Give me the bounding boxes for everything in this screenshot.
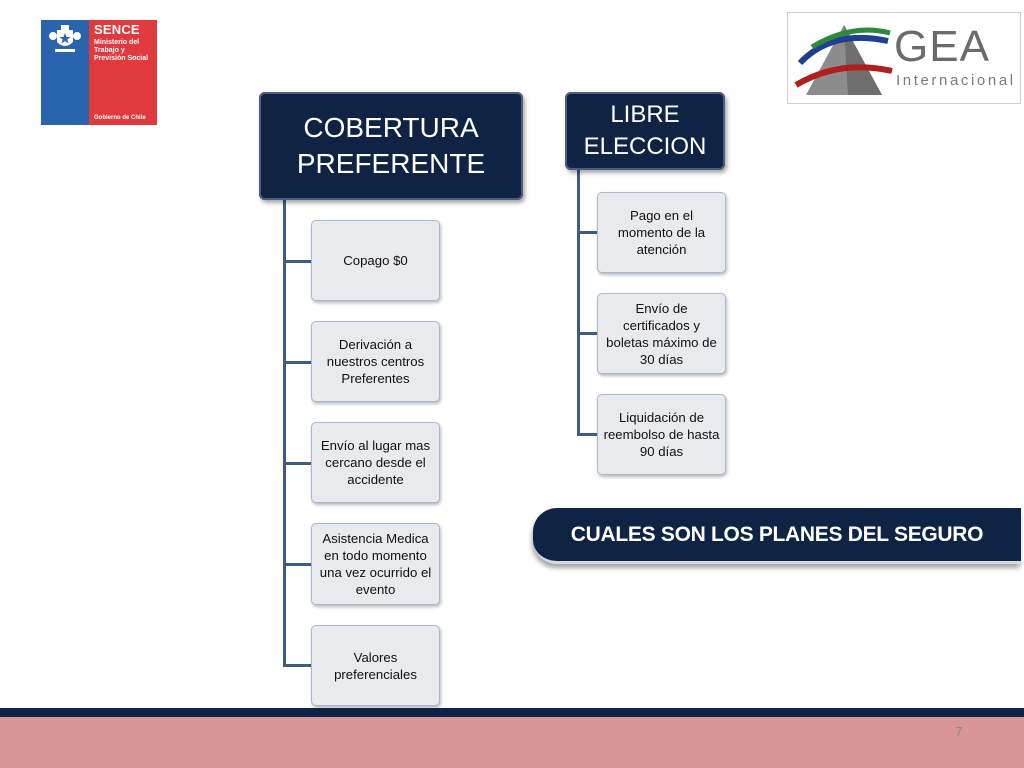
connector-branch [283, 563, 311, 566]
sence-brand: SENCE [94, 22, 140, 37]
connector-branch [577, 433, 597, 436]
gea-logo: GEA Internacional [787, 12, 1021, 104]
plan-item: Asistencia Medica en todo momento una ve… [311, 523, 440, 605]
connector-vertical [283, 200, 286, 666]
chile-coat-of-arms-icon [41, 20, 89, 125]
page-number: 7 [955, 724, 963, 739]
pyramid-icon [794, 25, 893, 95]
connector-branch [577, 231, 597, 234]
connector-branch [283, 361, 311, 364]
gea-tagline: Internacional [896, 72, 1016, 89]
plan-item: Envío al lugar mas cercano desde el acci… [311, 422, 440, 503]
connector-branch [577, 332, 597, 335]
connector-branch [283, 664, 311, 667]
sence-footer: Gobierno de Chile [94, 115, 146, 121]
plan-item: Copago $0 [311, 220, 440, 301]
plan-item: Pago en el momento de la atención [597, 192, 726, 273]
footer-stripe [0, 708, 1024, 717]
connector-branch [283, 462, 311, 465]
connector-branch [283, 260, 311, 263]
sence-logo: SENCE Ministerio del Trabajo y Previsión… [41, 20, 157, 125]
question-banner: CUALES SON LOS PLANES DEL SEGURO [533, 508, 1021, 564]
plan-header-cobertura-preferente: COBERTURA PREFERENTE [259, 92, 523, 200]
plan-item: Derivación a nuestros centros Preferente… [311, 321, 440, 402]
connector-vertical [577, 170, 580, 436]
sence-text-panel: SENCE Ministerio del Trabajo y Previsión… [89, 20, 157, 125]
sence-subtitle: Ministerio del Trabajo y Previsión Socia… [94, 39, 149, 62]
plan-header-libre-eleccion: LIBRE ELECCION [565, 92, 725, 170]
footer-band [0, 717, 1024, 768]
plan-item: Liquidación de reembolso de hasta 90 día… [597, 394, 726, 475]
gea-wordmark: GEA [894, 22, 990, 71]
plan-item: Envío de certificados y boletas máximo d… [597, 293, 726, 374]
plan-item: Valores preferenciales [311, 625, 440, 706]
